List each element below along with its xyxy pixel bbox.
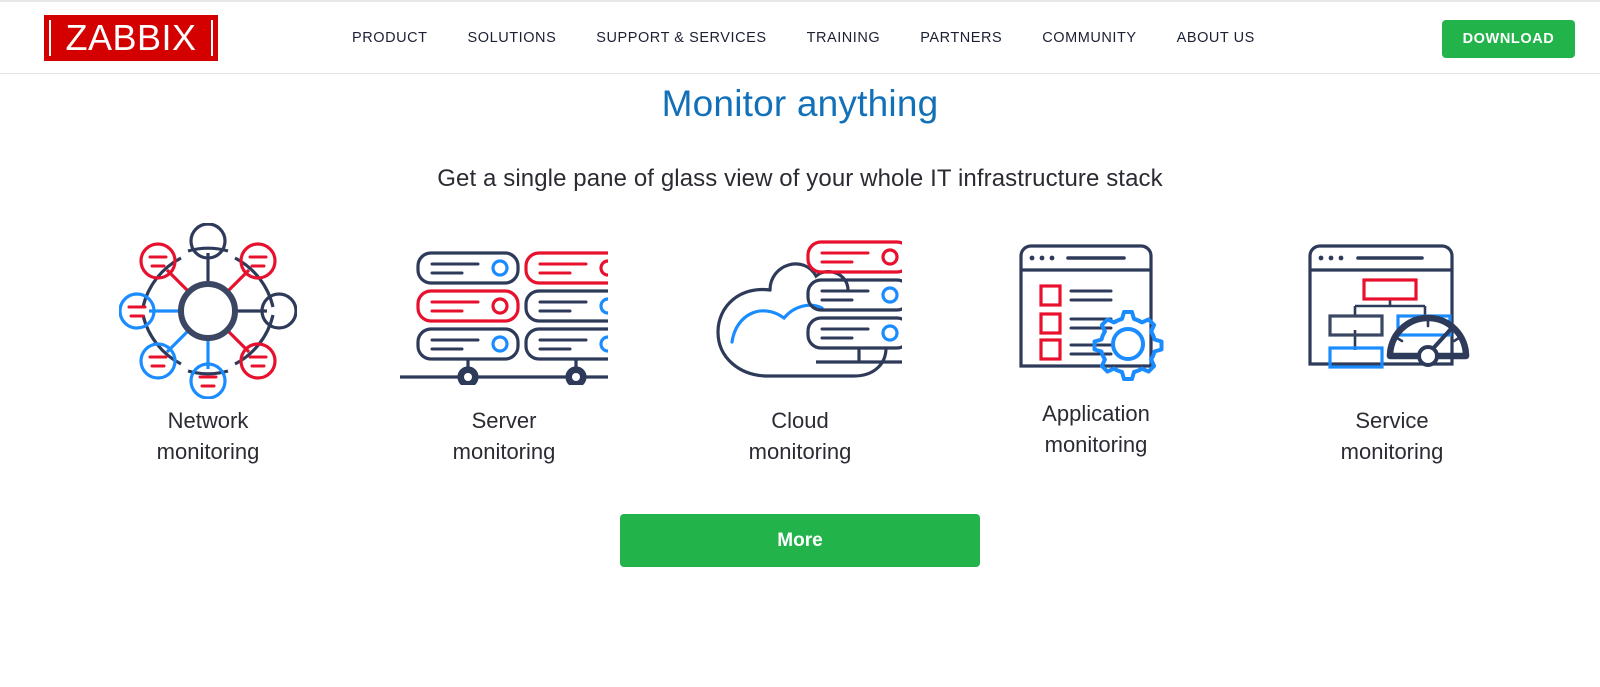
page-title: Monitor anything [661,83,939,124]
nav-item-support-services[interactable]: SUPPORT & SERVICES [596,30,767,46]
app-window-gear-icon [1011,231,1181,391]
feature-network-monitoring[interactable]: Network monitoring [60,223,356,467]
nav-item-training[interactable]: TRAINING [806,30,881,46]
feature-server-monitoring[interactable]: Server monitoring [356,231,652,467]
more-button[interactable]: More [620,514,980,567]
feature-label: Server monitoring [452,408,556,464]
site-header: ZABBIX PRODUCT SOLUTIONS SUPPORT & SERVI… [0,2,1600,74]
service-tree-gauge-icon [1302,231,1482,391]
nav-item-about-us[interactable]: ABOUT US [1176,30,1255,46]
feature-label: Application monitoring [1042,401,1150,457]
feature-service-monitoring[interactable]: Service monitoring [1244,231,1540,467]
cloud-servers-icon [698,231,902,391]
feature-list: Network monitoring [0,223,1600,467]
logo-frame: ZABBIX [49,20,213,56]
nav-item-partners[interactable]: PARTNERS [920,30,1003,46]
feature-cloud-monitoring[interactable]: Cloud monitoring [652,231,948,467]
logo-text: ZABBIX [65,17,197,58]
more-button-wrapper: More [0,514,1600,567]
feature-application-monitoring[interactable]: Application monitoring [948,231,1244,460]
nav-item-solutions[interactable]: SOLUTIONS [467,30,557,46]
download-button[interactable]: DOWNLOAD [1442,20,1575,58]
main-navigation: PRODUCT SOLUTIONS SUPPORT & SERVICES TRA… [352,2,1275,74]
nav-item-product[interactable]: PRODUCT [352,30,428,46]
nav-item-community[interactable]: COMMUNITY [1042,30,1137,46]
feature-label: Service monitoring [1340,408,1444,464]
network-topology-icon [119,223,297,399]
zabbix-logo[interactable]: ZABBIX [44,15,218,61]
feature-label: Cloud monitoring [748,408,852,464]
server-stack-icon [400,231,608,391]
feature-label: Network monitoring [156,408,260,464]
page-subtitle: Get a single pane of glass view of your … [437,165,1163,192]
